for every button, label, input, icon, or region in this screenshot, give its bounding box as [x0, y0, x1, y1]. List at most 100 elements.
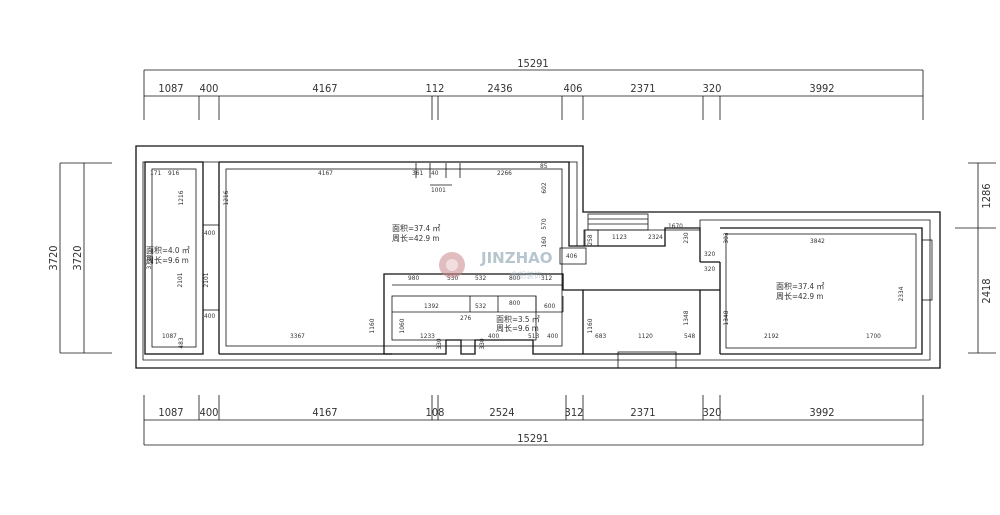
bottom-seg-5: 2524	[489, 406, 514, 419]
lbl-2101a: 2101	[176, 272, 184, 287]
lbl-312: 312	[541, 274, 552, 282]
top-seg-1: 1087	[158, 82, 183, 95]
lbl-1670: 1670	[668, 222, 683, 230]
top-seg-9: 3992	[809, 82, 834, 95]
corridor-block: 258 1123 2324 1670 230 406 1160 683 1120…	[559, 213, 730, 355]
main-room-area: 面积=37.4 ㎡	[392, 223, 440, 233]
bottom-seg-6: 312	[565, 406, 584, 419]
lbl-40: 40	[431, 169, 439, 177]
lbl-1087: 1087	[162, 332, 177, 340]
lbl-230: 230	[682, 232, 690, 243]
lbl-532b: 532	[475, 302, 486, 310]
top-seg-7: 2371	[630, 82, 655, 95]
left-room-perimeter: 周长=9.6 m	[146, 255, 189, 265]
lbl-171: 171	[150, 169, 161, 177]
lbl-320b: 320	[704, 265, 715, 273]
small-room-perimeter: 周长=9.6 m	[496, 323, 539, 333]
lbl-570: 570	[540, 218, 548, 229]
top-seg-3: 4167	[312, 82, 337, 95]
lbl-1392: 1392	[424, 302, 439, 310]
lbl-2101b: 2101	[202, 272, 210, 287]
top-seg-8: 320	[703, 82, 722, 95]
bottom-seg-4: 108	[426, 406, 445, 419]
watermark-subtext: 金朝装饰	[510, 270, 542, 280]
lbl-800b: 800	[509, 299, 520, 307]
right-room: 3842 2192 1700 2334 面积=37.4 ㎡ 周长=42.9 m	[720, 227, 933, 355]
bottom-dimension-chain: 1087 400 4167 108 2524 312 2371 320 3992…	[143, 395, 924, 446]
lbl-3842: 3842	[810, 237, 825, 245]
lbl-258: 258	[586, 234, 594, 245]
lbl-1160a: 1160	[368, 318, 376, 333]
lbl-980: 980	[408, 274, 419, 282]
bottom-seg-1: 1087	[158, 406, 183, 419]
right-room-perimeter: 周长=42.9 m	[776, 291, 823, 301]
lbl-406: 406	[566, 252, 577, 260]
lbl-1060: 1060	[398, 318, 406, 333]
lbl-400a: 400	[204, 229, 215, 237]
top-total-label: 15291	[517, 57, 548, 70]
bottom-seg-3: 4167	[312, 406, 337, 419]
lbl-2266: 2266	[497, 169, 512, 177]
lbl-602: 602	[540, 182, 548, 193]
watermark-text: JINZHAO	[480, 249, 553, 267]
lbl-1700: 1700	[866, 332, 881, 340]
small-room-area: 面积=3.5 ㎡	[496, 314, 540, 324]
lbl-683: 683	[595, 332, 606, 340]
lbl-532a: 532	[475, 274, 486, 282]
left-room-area: 面积=4.0 ㎡	[146, 245, 190, 255]
main-room-perimeter: 周长=42.9 m	[392, 233, 439, 243]
lbl-2334: 2334	[897, 286, 905, 301]
lbl-320a: 320	[704, 250, 715, 258]
right-room-area: 面积=37.4 ㎡	[776, 281, 824, 291]
lbl-600: 600	[544, 302, 555, 310]
left-outer-label: 3720	[47, 245, 60, 270]
top-seg-5: 2436	[487, 82, 512, 95]
bottom-seg-9: 3992	[809, 406, 834, 419]
lbl-276: 276	[460, 314, 471, 322]
bottom-total-label: 15291	[517, 432, 548, 445]
top-seg-4: 112	[426, 82, 445, 95]
lbl-361: 361	[412, 169, 423, 177]
lbl-1216a: 1216	[177, 190, 185, 205]
left-dimension: 3720 3720	[47, 162, 112, 354]
lbl-800a: 800	[509, 274, 520, 282]
top-seg-6: 406	[564, 82, 583, 95]
lbl-1233: 1233	[420, 332, 435, 340]
top-dimension-chain: 15291 1087 400 4167 112 2436 406 2371 32…	[143, 57, 924, 120]
main-room: 1216 4167 361 40 1001 2266 85 602 570 16…	[218, 161, 583, 355]
lbl-2192: 2192	[764, 332, 779, 340]
lbl-1120: 1120	[638, 332, 653, 340]
lbl-1123: 1123	[612, 233, 627, 241]
lbl-330a: 330	[435, 338, 443, 349]
lbl-483: 483	[177, 337, 185, 348]
lbl-916: 916	[168, 169, 179, 177]
lbl-85: 85	[540, 162, 548, 170]
lbl-1160b: 1160	[586, 318, 594, 333]
lbl-160: 160	[540, 236, 548, 247]
right-dimension: 1286 2418	[955, 162, 996, 354]
lbl-530: 530	[447, 274, 458, 282]
lbl-1216b: 1216	[222, 190, 230, 205]
lbl-513: 513	[528, 332, 539, 340]
lbl-400b: 400	[204, 312, 215, 320]
left-inner-label: 3720	[71, 245, 84, 270]
bottom-seg-2: 400	[200, 406, 219, 419]
lbl-1348a: 1348	[682, 310, 690, 325]
bottom-seg-7: 2371	[630, 406, 655, 419]
left-room: 171 916 1216 400 3720 2101 2101 400 1087…	[144, 161, 219, 355]
lbl-548: 548	[684, 332, 695, 340]
lbl-400c: 400	[488, 332, 499, 340]
lbl-2324: 2324	[648, 233, 663, 241]
lbl-3720: 3720	[145, 254, 153, 269]
center-room: 980 530 532 800 312 1392 532 800 600 116…	[368, 273, 584, 355]
lbl-3367: 3367	[290, 332, 305, 340]
lbl-1001: 1001	[431, 186, 446, 194]
top-seg-2: 400	[200, 82, 219, 95]
right-upper-label: 1286	[980, 183, 993, 208]
lbl-4167: 4167	[318, 169, 333, 177]
bottom-seg-8: 320	[703, 406, 722, 419]
right-lower-label: 2418	[980, 278, 993, 303]
lbl-400d: 400	[547, 332, 558, 340]
lbl-330b: 330	[478, 338, 486, 349]
